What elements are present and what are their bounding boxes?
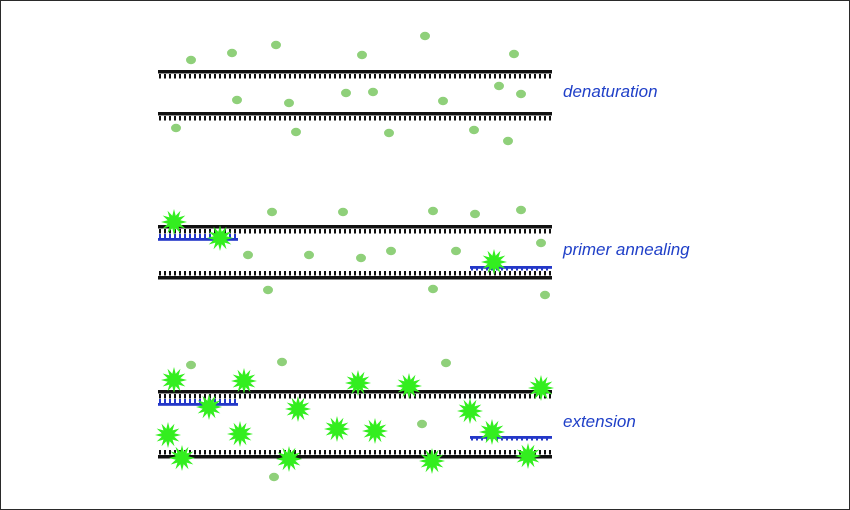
fluorescent-dye-star xyxy=(528,375,554,401)
fluorescent-dye-star xyxy=(207,225,233,251)
fluorescent-dye-star xyxy=(231,368,257,394)
nucleotide-dot xyxy=(186,360,196,370)
fluorescent-dye-star xyxy=(396,373,422,399)
stage3-bottom-strand xyxy=(158,450,552,459)
nucleotide-dot xyxy=(171,123,181,133)
fluorescent-dye-star xyxy=(196,394,222,420)
nucleotide-dot xyxy=(304,250,314,260)
nucleotide-dot xyxy=(470,209,480,219)
stage-label-primer-annealing: primer annealing xyxy=(563,240,690,259)
nucleotide-dot xyxy=(227,48,237,58)
stage2-bottom-strand xyxy=(158,271,552,280)
stage-label-denaturation: denaturation xyxy=(563,82,658,101)
nucleotide-dot xyxy=(356,253,366,263)
nucleotide-dot xyxy=(438,96,448,106)
fluorescent-dye-star xyxy=(161,367,187,393)
nucleotide-dot xyxy=(428,206,438,216)
fluorescent-dye-star xyxy=(276,446,302,472)
nucleotide-dot xyxy=(368,87,378,97)
fluorescent-dye-star xyxy=(161,209,187,235)
nucleotide-dot xyxy=(284,98,294,108)
nucleotide-dot xyxy=(263,285,273,295)
fluorescent-dye-star xyxy=(345,370,371,396)
nucleotide-dot xyxy=(386,246,396,256)
nucleotide-dot xyxy=(516,205,526,215)
nucleotide-dot xyxy=(291,127,301,137)
stage3-primer-right xyxy=(470,436,552,441)
stage3-top-strand xyxy=(158,390,552,399)
fluorescent-dye-star xyxy=(227,421,253,447)
nucleotide-dot xyxy=(494,81,504,91)
fluorescent-dye-star xyxy=(479,419,505,445)
nucleotide-dot xyxy=(441,358,451,368)
stage1-bottom-strand xyxy=(158,112,552,121)
stage2-primer-left xyxy=(158,234,238,241)
nucleotide-dot xyxy=(417,419,427,429)
nucleotide-dot xyxy=(357,50,367,60)
nucleotide-dot xyxy=(267,207,277,217)
nucleotide-dot xyxy=(338,207,348,217)
fluorescent-dye-star xyxy=(324,416,350,442)
stage2-primer-right xyxy=(470,266,552,271)
nucleotide-dot xyxy=(186,55,196,65)
fluorescent-dye-star xyxy=(362,418,388,444)
fluorescent-dye-star xyxy=(481,249,507,275)
fluorescent-dye-star xyxy=(155,422,181,448)
nucleotide-dot xyxy=(469,125,479,135)
nucleotide-dot xyxy=(509,49,519,59)
nucleotide-dot xyxy=(540,290,550,300)
stage1-top-strand xyxy=(158,70,552,79)
nucleotide-dot xyxy=(428,284,438,294)
nucleotide-dot xyxy=(271,40,281,50)
fluorescent-dye-star xyxy=(419,448,445,474)
fluorescent-dye-star xyxy=(515,443,541,469)
nucleotide-dot xyxy=(451,246,461,256)
fluorescent-dye-star xyxy=(285,396,311,422)
fluorescent-dye-star xyxy=(457,398,483,424)
nucleotide-dot xyxy=(277,357,287,367)
nucleotide-dot xyxy=(269,472,279,482)
nucleotide-dot xyxy=(243,250,253,260)
nucleotide-dot xyxy=(341,88,351,98)
nucleotide-dot xyxy=(536,238,546,248)
nucleotide-dot xyxy=(384,128,394,138)
nucleotide-dot xyxy=(420,31,430,41)
stage2-top-strand xyxy=(158,225,552,234)
fluorescent-dye-star xyxy=(169,445,195,471)
stage3-primer-left xyxy=(158,399,238,406)
nucleotide-dot xyxy=(232,95,242,105)
nucleotide-dot xyxy=(503,136,513,146)
nucleotide-dot xyxy=(516,89,526,99)
stage-label-extension: extension xyxy=(563,412,636,431)
